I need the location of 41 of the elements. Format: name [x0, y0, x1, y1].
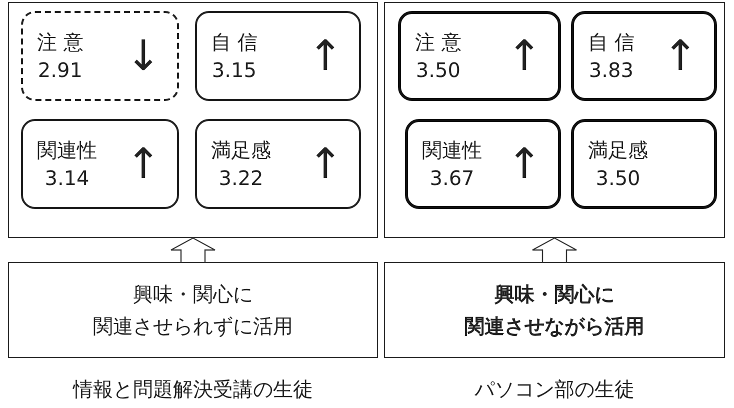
description-text: 興味・関心に関連させられずに活用	[93, 281, 293, 340]
score-value: 3.50	[596, 166, 640, 190]
rounded-box	[21, 119, 179, 209]
trend-arrow: ↑	[308, 35, 343, 77]
trend-arrow: ↑	[126, 143, 161, 185]
category-label: 関連性	[422, 138, 482, 162]
score-value: 2.91	[38, 58, 82, 82]
rounded-box	[398, 11, 561, 101]
trend-arrow: ↑	[662, 35, 698, 77]
score-value: 3.67	[430, 166, 474, 190]
category-label: 関連性	[37, 138, 97, 162]
score-value: 3.14	[44, 166, 90, 190]
rounded-box	[21, 11, 179, 101]
hollow-arrow	[170, 237, 216, 263]
trend-arrow: ↑	[506, 143, 542, 185]
trend-arrow: ↑	[506, 35, 542, 77]
trend-arrow: ↓	[126, 35, 161, 77]
category-label: 自 信	[211, 30, 258, 54]
text-box	[8, 262, 378, 358]
hollow-arrow	[532, 237, 578, 263]
rounded-box	[405, 119, 561, 209]
trend-arrow: ↑	[308, 143, 343, 185]
text-box	[384, 262, 725, 358]
category-label: 満足感	[211, 138, 271, 162]
panel-box	[384, 2, 725, 238]
score-value: 3.83	[588, 58, 634, 82]
rounded-box	[195, 119, 361, 209]
group-caption: パソコン部の生徒	[474, 376, 636, 403]
category-label: 満足感	[588, 138, 648, 162]
category-label: 自 信	[588, 30, 634, 54]
description-text: 興味・関心に関連させながら活用	[464, 281, 644, 340]
score-value: 3.50	[416, 58, 460, 82]
rounded-box	[571, 119, 717, 209]
score-value: 3.22	[218, 166, 264, 190]
category-label: 注 意	[37, 30, 84, 54]
group-caption: 情報と問題解決受講の生徒	[72, 376, 314, 403]
panel-box	[8, 2, 378, 238]
score-value: 3.15	[212, 58, 256, 82]
rounded-box	[571, 11, 717, 101]
category-label: 注 意	[415, 30, 462, 54]
rounded-box	[195, 11, 361, 101]
